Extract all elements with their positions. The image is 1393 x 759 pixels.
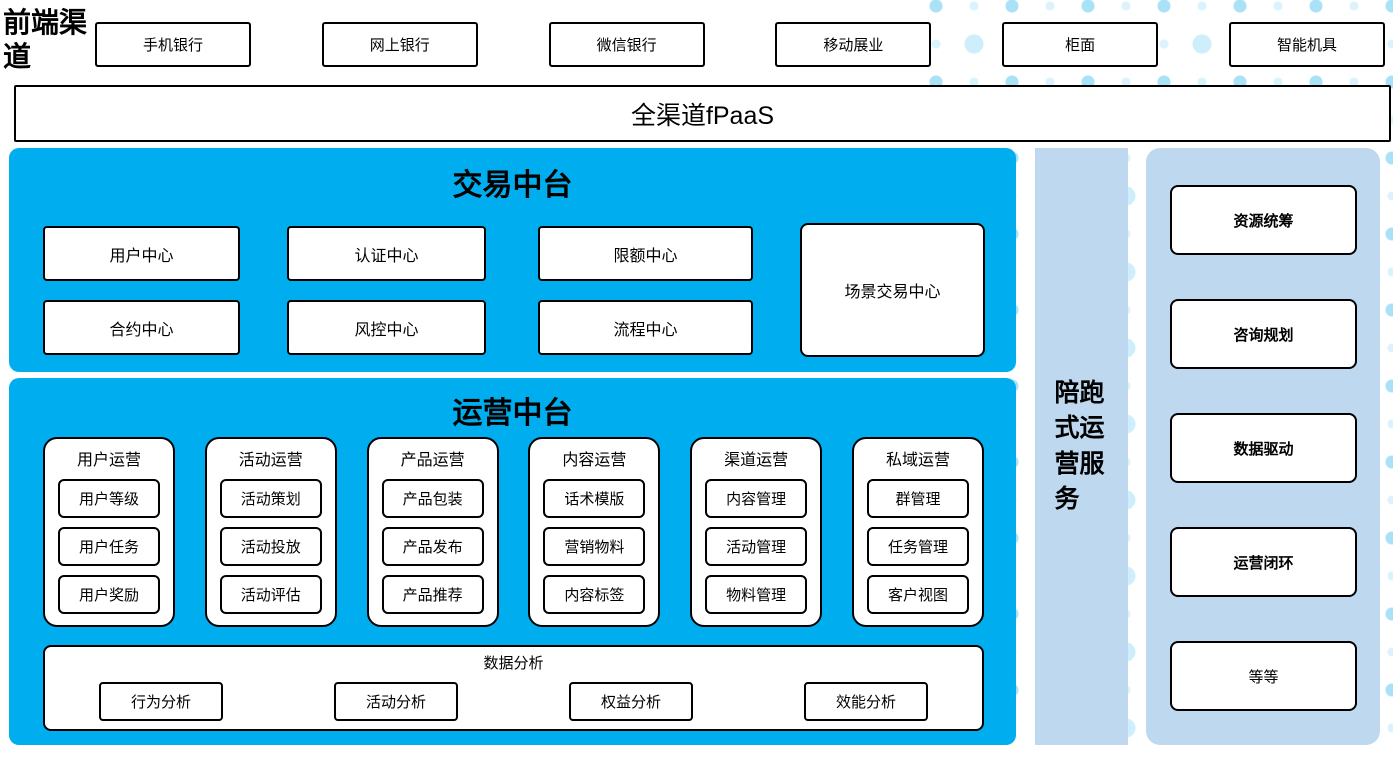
accompanying-service-label: 陪跑式运营服务 <box>1054 378 1105 514</box>
omnichannel-fpaas-bar: 全渠道fPaaS <box>14 85 1391 142</box>
op-item: 活动策划 <box>219 479 322 518</box>
channel-box-mobile-outreach: 移动展业 <box>775 22 932 67</box>
channel-box-online-banking: 网上银行 <box>321 22 478 67</box>
center-box-limit: 限额中心 <box>538 226 753 281</box>
op-column-channel-operation: 渠道运营 内容管理 活动管理 物料管理 <box>690 437 823 627</box>
channel-box-counter: 柜面 <box>1002 22 1159 67</box>
op-item: 活动管理 <box>705 527 808 566</box>
center-box-user: 用户中心 <box>43 226 240 281</box>
op-item: 用户奖励 <box>58 575 160 614</box>
op-column-title: 内容运营 <box>562 452 627 469</box>
service-box-operation-loop: 运营闭环 <box>1170 527 1357 597</box>
op-item: 产品推荐 <box>381 575 484 614</box>
service-box-etc: 等等 <box>1170 641 1357 711</box>
trading-platform-title: 交易中台 <box>452 169 573 202</box>
operation-platform-title: 运营中台 <box>452 397 573 430</box>
op-item: 话术模版 <box>543 479 646 518</box>
op-item: 内容标签 <box>543 575 646 614</box>
op-item: 用户等级 <box>58 479 160 518</box>
data-analysis-title: 数据分析 <box>483 655 544 672</box>
front-channels-label: 前端渠道 <box>3 8 88 74</box>
operation-platform-section: 运营中台 用户运营 用户等级 用户任务 用户奖励 活动运营 活动策划 活动投放 … <box>9 378 1016 745</box>
op-column-title: 产品运营 <box>400 452 465 469</box>
op-column-title: 用户运营 <box>76 452 141 469</box>
channel-box-mobile-banking: 手机银行 <box>95 22 251 67</box>
op-column-title: 活动运营 <box>238 452 303 469</box>
service-box-resource-planning: 资源统筹 <box>1170 185 1357 255</box>
op-item: 活动投放 <box>219 527 322 566</box>
op-item: 内容管理 <box>705 479 808 518</box>
op-item: 客户视图 <box>866 575 969 614</box>
op-item: 任务管理 <box>866 527 969 566</box>
op-column-activity-operation: 活动运营 活动策划 活动投放 活动评估 <box>204 437 337 627</box>
analysis-box-efficiency: 效能分析 <box>804 682 928 721</box>
data-analysis-row: 行为分析 活动分析 权益分析 效能分析 <box>45 682 982 721</box>
center-box-contract: 合约中心 <box>43 300 240 355</box>
analysis-box-benefit: 权益分析 <box>569 682 693 721</box>
analysis-box-behavior: 行为分析 <box>99 682 223 721</box>
op-item: 物料管理 <box>705 575 808 614</box>
op-item: 产品发布 <box>381 527 484 566</box>
data-analysis-strip: 数据分析 行为分析 活动分析 权益分析 效能分析 <box>43 645 984 731</box>
center-box-risk: 风控中心 <box>287 300 486 355</box>
channel-box-wechat-banking: 微信银行 <box>548 22 705 67</box>
op-column-content-operation: 内容运营 话术模版 营销物料 内容标签 <box>528 437 661 627</box>
accompanying-service-bar: 陪跑式运营服务 <box>1035 148 1128 745</box>
service-box-consulting-planning: 咨询规划 <box>1170 299 1357 369</box>
center-box-process: 流程中心 <box>538 300 753 355</box>
op-column-title: 私域运营 <box>885 452 950 469</box>
trading-platform-section: 交易中台 用户中心 认证中心 限额中心 合约中心 风控中心 流程中心 场景交易中… <box>9 148 1016 372</box>
op-column-title: 渠道运营 <box>724 452 789 469</box>
center-box-auth: 认证中心 <box>287 226 486 281</box>
op-item: 营销物料 <box>543 527 646 566</box>
op-column-product-operation: 产品运营 产品包装 产品发布 产品推荐 <box>366 437 499 627</box>
op-column-private-domain-operation: 私域运营 群管理 任务管理 客户视图 <box>851 437 984 627</box>
center-box-scenario-trading: 场景交易中心 <box>800 223 985 357</box>
op-item: 产品包装 <box>381 479 484 518</box>
op-item: 群管理 <box>866 479 969 518</box>
service-box-data-driven: 数据驱动 <box>1170 413 1357 483</box>
analysis-box-activity: 活动分析 <box>334 682 458 721</box>
channel-box-smart-devices: 智能机具 <box>1228 22 1385 67</box>
front-channels-row: 手机银行 网上银行 微信银行 移动展业 柜面 智能机具 <box>95 22 1385 67</box>
op-item: 用户任务 <box>58 527 160 566</box>
service-panel: 资源统筹 咨询规划 数据驱动 运营闭环 等等 <box>1146 148 1380 745</box>
op-column-user-operation: 用户运营 用户等级 用户任务 用户奖励 <box>43 437 175 627</box>
operation-columns: 用户运营 用户等级 用户任务 用户奖励 活动运营 活动策划 活动投放 活动评估 … <box>43 437 984 627</box>
op-item: 活动评估 <box>219 575 322 614</box>
